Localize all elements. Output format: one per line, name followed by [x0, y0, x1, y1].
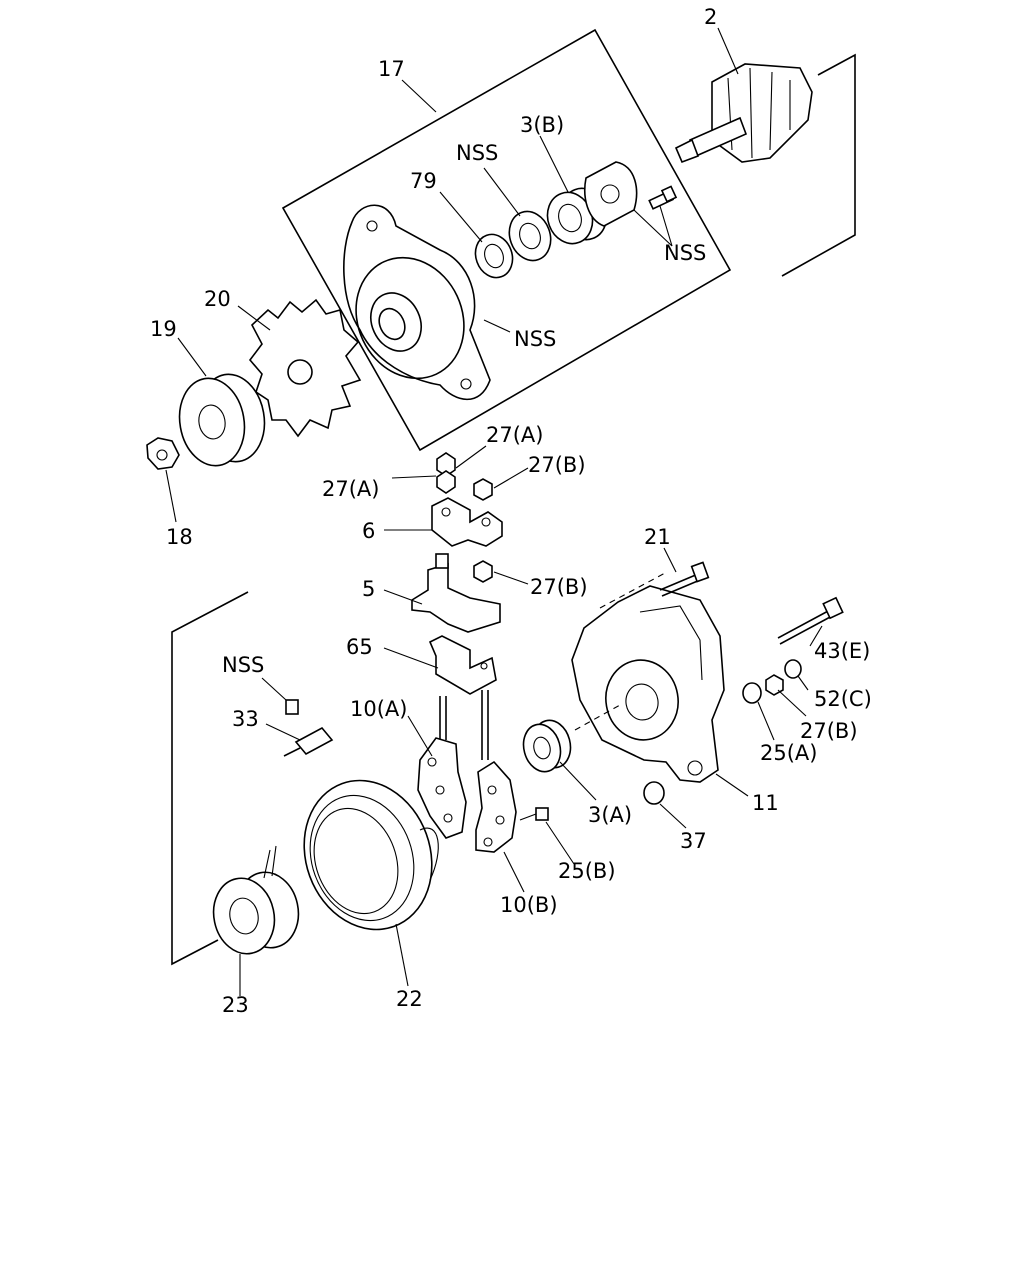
pulley-19 — [178, 373, 266, 467]
rear-housing-11 — [571, 585, 725, 783]
label-11: 11 — [752, 791, 779, 815]
bearing-3a — [522, 719, 572, 773]
lower-left-bracket — [171, 591, 249, 966]
label-nss-bolt: NSS — [664, 241, 706, 265]
label-27b-1: 27(B) — [528, 453, 586, 477]
label-6: 6 — [362, 519, 375, 543]
part-52c — [784, 659, 802, 679]
part-5 — [411, 553, 501, 633]
label-27b-2: 27(B) — [530, 575, 588, 599]
label-nss-top: NSS — [456, 141, 498, 165]
label-3b: 3(B) — [520, 113, 564, 137]
label-nss-left: NSS — [222, 653, 264, 677]
label-33: 33 — [232, 707, 259, 731]
label-3a: 3(A) — [588, 803, 632, 827]
bolt-21 — [659, 561, 710, 597]
label-nss-housing: NSS — [514, 327, 556, 351]
screw-25b — [519, 807, 549, 821]
rotor-part — [674, 63, 813, 164]
label-22: 22 — [396, 987, 423, 1011]
nut-27b-1 — [473, 478, 493, 501]
bracket-65 — [428, 635, 497, 695]
label-21: 21 — [644, 525, 671, 549]
label-18: 18 — [166, 525, 193, 549]
leader-lines — [165, 27, 823, 996]
rectifier-10b — [475, 760, 517, 853]
label-27a-top: 27(A) — [486, 423, 543, 447]
rectifier-10a — [417, 737, 467, 839]
part-labels: 2 17 3(B) NSS 79 NSS NSS 20 19 18 27(A) … — [150, 5, 872, 1017]
stator-22 — [303, 779, 439, 931]
label-43e: 43(E) — [814, 639, 870, 663]
bolt-nss — [648, 185, 678, 210]
label-25b: 25(B) — [558, 859, 616, 883]
group-17-frame — [281, 28, 732, 452]
label-23: 23 — [222, 993, 249, 1017]
part-23 — [212, 845, 300, 955]
terminal-33 — [283, 699, 334, 757]
nut-18 — [146, 437, 180, 470]
washer-nss — [508, 210, 552, 262]
nut-27a-2 — [436, 470, 456, 494]
seal-79 — [474, 233, 514, 279]
label-17: 17 — [378, 57, 405, 81]
bushing-37 — [643, 781, 665, 805]
nut-27b-2 — [473, 560, 493, 583]
label-37: 37 — [680, 829, 707, 853]
label-79: 79 — [410, 169, 437, 193]
label-2: 2 — [704, 5, 717, 29]
label-5: 5 — [362, 577, 375, 601]
label-25a: 25(A) — [760, 741, 817, 765]
label-27b-3: 27(B) — [800, 719, 858, 743]
bearing-3b — [546, 187, 608, 245]
label-19: 19 — [150, 317, 177, 341]
label-20: 20 — [204, 287, 231, 311]
retainer-plate — [584, 161, 638, 227]
bolt-43e — [777, 596, 844, 645]
nut-27a — [436, 452, 456, 477]
label-10b: 10(B) — [500, 893, 558, 917]
label-27a-left: 27(A) — [322, 477, 379, 501]
spacer-25a — [742, 682, 762, 704]
top-right-bracket — [781, 53, 856, 277]
part-6 — [431, 497, 503, 547]
assembly-line-2 — [574, 704, 621, 731]
label-10a: 10(A) — [350, 697, 407, 721]
fan-20 — [248, 298, 362, 438]
assembly-line-1 — [599, 572, 666, 609]
label-65: 65 — [346, 635, 373, 659]
front-housing — [343, 204, 491, 401]
label-52c: 52(C) — [814, 687, 872, 711]
